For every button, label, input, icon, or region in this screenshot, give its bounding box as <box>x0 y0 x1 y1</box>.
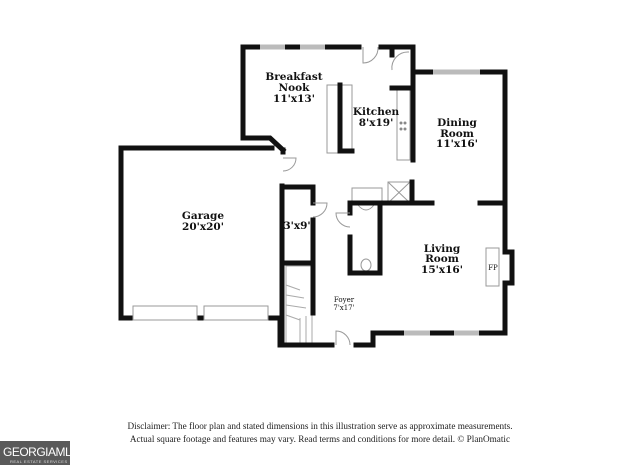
georgia-mls-logo: GEORGIAMLS REAL ESTATE SERVICES <box>0 441 79 465</box>
toilet <box>360 258 372 272</box>
disclaimer: Disclaimer: The floor plan and stated di… <box>0 420 640 446</box>
fireplace-label: FP <box>488 264 498 272</box>
logo-text: GEORGIAMLS <box>3 445 79 459</box>
dining-label-2: Room <box>440 128 474 140</box>
breakfast-nook-label-2: Nook <box>279 82 311 94</box>
foyer-dim: 7'x17' <box>333 304 354 312</box>
kitchen-label: Kitchen <box>353 106 400 118</box>
garage-label: Garage <box>182 210 224 222</box>
garage-doors <box>132 305 269 321</box>
sink <box>357 204 375 211</box>
breakfast-nook-dim: 11'x13' <box>273 93 315 105</box>
kitchen-dim: 8'x19' <box>359 117 394 129</box>
living-label-2: Room <box>425 253 459 265</box>
fireplace <box>485 247 500 287</box>
foyer-label: Foyer <box>334 296 355 304</box>
breakfast-nook-label: Breakfast <box>265 71 322 83</box>
stairs <box>285 265 313 345</box>
living-dim: 15'x16' <box>421 264 463 276</box>
disclaimer-line-2: Actual square footage and features may v… <box>129 434 511 444</box>
garage-dim: 20'x20' <box>182 221 224 233</box>
windows <box>260 44 480 336</box>
dining-dim: 11'x16' <box>436 138 478 150</box>
disclaimer-line-1: Disclaimer: The floor plan and stated di… <box>127 421 513 431</box>
closet-dim: 3'x9' <box>283 220 310 232</box>
doors <box>279 43 410 350</box>
stove-burner <box>399 121 403 125</box>
pantry-box <box>387 181 411 204</box>
kitchen-counter <box>396 86 411 161</box>
living-label: Living <box>424 243 461 255</box>
logo-subtext: REAL ESTATE SERVICES <box>10 459 68 464</box>
dining-label: Dining <box>437 117 477 129</box>
walls <box>118 44 515 348</box>
